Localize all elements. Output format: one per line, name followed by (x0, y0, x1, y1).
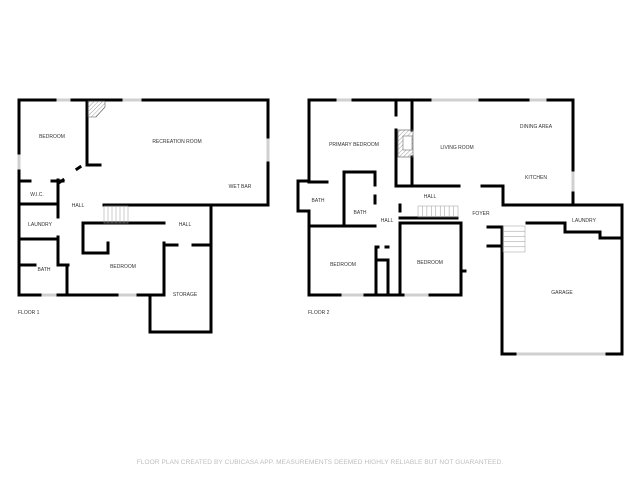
floor-2: PRIMARY BEDROOM LIVING ROOM DINING AREA … (308, 124, 597, 316)
room-label: LIVING ROOM (440, 145, 473, 151)
disclaimer-footer: FLOOR PLAN CREATED BY CUBICASA APP. MEAS… (136, 459, 504, 466)
room-label: LAUNDRY (28, 222, 52, 228)
room-label: BEDROOM (417, 260, 443, 266)
room-label: HALL (381, 218, 394, 224)
room-label: HALL (72, 203, 85, 209)
room-label: BEDROOM (110, 264, 136, 270)
room-label: STORAGE (173, 292, 198, 298)
room-label: GARAGE (551, 290, 573, 296)
walls (17, 98, 624, 356)
room-label: RECREATION ROOM (152, 139, 201, 145)
room-label: HALL (424, 194, 437, 200)
floor-label: FLOOR 2 (308, 310, 330, 316)
room-label: BEDROOM (39, 134, 65, 140)
fireplace-icon (87, 100, 414, 158)
room-label: PRIMARY BEDROOM (329, 142, 379, 148)
room-label: BATH (38, 267, 51, 273)
room-label: BEDROOM (330, 262, 356, 268)
room-label: BATH (312, 198, 325, 204)
room-label: HALL (179, 222, 192, 228)
room-label: WET BAR (229, 184, 252, 190)
room-label: DINING AREA (520, 124, 553, 130)
stair-outline (417, 205, 459, 218)
room-label: LAUNDRY (572, 218, 596, 224)
room-label: KITCHEN (525, 175, 547, 181)
windows (17, 98, 607, 356)
floor-1: BEDROOM RECREATION ROOM WET BAR W.I.C. H… (18, 134, 252, 316)
floor-label: FLOOR 1 (18, 310, 40, 316)
stair-outline (502, 225, 526, 253)
wall (74, 164, 83, 172)
room-label: BATH (354, 210, 367, 216)
room-label: FOYER (472, 211, 490, 217)
wall (57, 177, 66, 185)
room-label: W.I.C. (30, 192, 44, 198)
stairs-icon (103, 205, 526, 253)
